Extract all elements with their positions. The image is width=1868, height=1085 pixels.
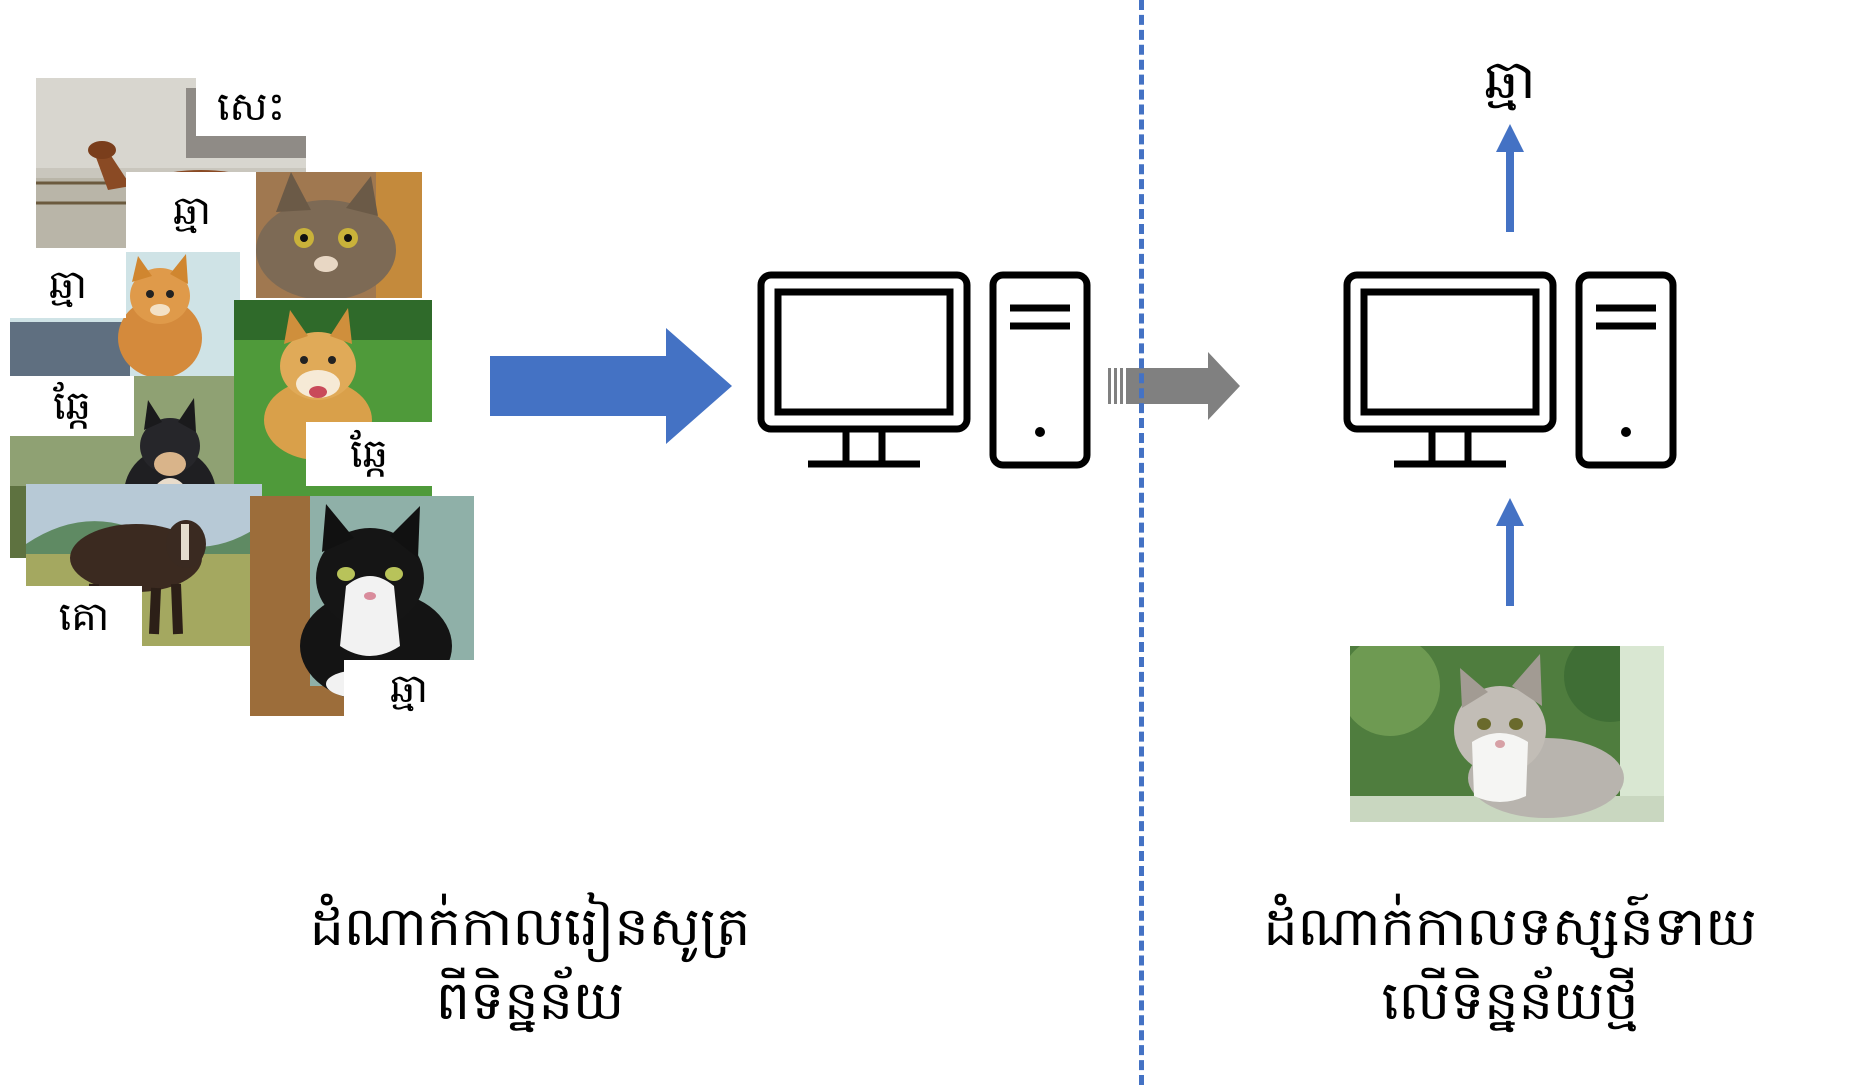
computer-tower-icon (1575, 271, 1677, 469)
arrow-right-icon (1108, 352, 1240, 420)
training-computer (756, 270, 1096, 470)
arrow-up-icon (1496, 498, 1524, 606)
arrow-right-icon (490, 328, 732, 444)
training-phase-caption: ដំណាក់កាលរៀនសូត្រ ពីទិន្នន័យ (150, 890, 910, 1038)
label-dog-1: ឆ្កែ (10, 376, 134, 436)
training-caption-line-1: ដំណាក់កាលរៀនសូត្រ (309, 895, 751, 958)
computer-monitor-icon (1343, 271, 1557, 468)
output-label: ឆ្មា (1484, 48, 1536, 111)
cow-photo (26, 484, 262, 646)
label-cat-2: ឆ្មា (10, 252, 126, 318)
computer-monitor-icon (757, 271, 971, 468)
prediction-caption-line-2: លើទិន្នន័យថ្មី (1381, 969, 1639, 1032)
computer-tower-icon (989, 271, 1091, 469)
label-horse: សេះ (196, 78, 306, 136)
prediction-computer (1342, 270, 1682, 470)
label-dog-2: ឆ្កែ (306, 422, 432, 486)
prediction-phase-caption: ដំណាក់កាលទស្សន៍ទាយ លើទិន្នន័យថ្មី (1160, 890, 1860, 1038)
label-cow: គោ (26, 586, 142, 648)
phase-divider (1139, 0, 1144, 1085)
label-cat-1: ឆ្មា (130, 176, 254, 246)
arrow-up-icon (1496, 124, 1524, 232)
new-cat-photo (1350, 646, 1664, 822)
prediction-caption-line-1: ដំណាក់កាលទស្សន៍ទាយ (1263, 895, 1757, 958)
label-cat-3: ឆ្មា (344, 660, 474, 718)
training-caption-line-2: ពីទិន្នន័យ (435, 969, 625, 1032)
